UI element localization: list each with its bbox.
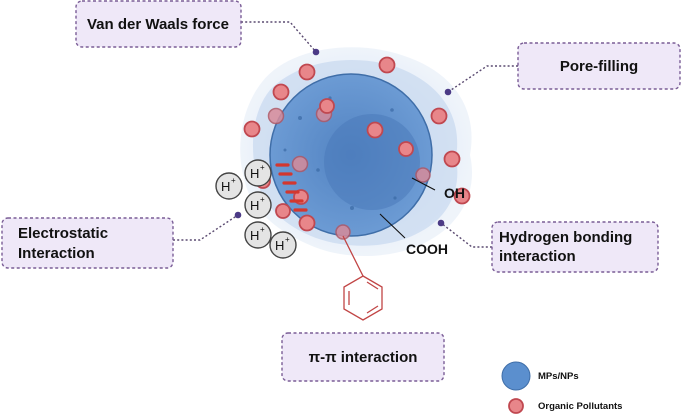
hydrogen-bonding-label: Hydrogen bonding — [499, 229, 632, 246]
svg-text:H: H — [221, 179, 230, 194]
svg-text:+: + — [260, 163, 265, 172]
h-ion: H+ — [215, 172, 243, 200]
electrostatic-label-2: Interaction — [18, 245, 95, 262]
van-der-waals-label: Van der Waals force — [87, 16, 229, 33]
inner-pollutants — [267, 105, 431, 240]
oh-pointer — [411, 177, 436, 191]
pi-pi-label: π-π interaction — [309, 349, 418, 366]
van-der-waals-box: Van der Waals force — [75, 0, 242, 48]
oh-label: OH — [444, 185, 465, 201]
h-ion: H+ — [269, 231, 297, 259]
hydrogen-bonding-box: Hydrogen bonding interaction — [491, 221, 659, 273]
particle-inner-core — [324, 114, 420, 210]
pore-filling-box: Pore-filling — [517, 42, 681, 90]
svg-text:H: H — [275, 238, 284, 253]
svg-text:+: + — [231, 176, 236, 185]
svg-text:+: + — [260, 195, 265, 204]
h-ion: H+ — [244, 221, 272, 249]
surface-pollutants — [243, 56, 471, 232]
hydrogen-ions: H+ H+ H+ H+ H+ — [215, 159, 297, 259]
legend: MPs/NPs Organic Pollutants — [501, 361, 622, 414]
svg-text:H: H — [250, 198, 259, 213]
pore-filling-label: Pore-filling — [560, 58, 638, 75]
pi-pi-box: π-π interaction — [281, 332, 445, 382]
h-ion: H+ — [244, 159, 272, 187]
svg-text:+: + — [260, 225, 265, 234]
electrostatic-box: Electrostatic Interaction — [1, 217, 174, 269]
benzene-ring-icon — [342, 235, 383, 321]
svg-text:+: + — [285, 235, 290, 244]
negative-charge-marks — [275, 163, 308, 212]
legend-mps-nps: MPs/NPs — [538, 371, 579, 382]
cooh-pointer — [379, 213, 406, 239]
electrostatic-label: Electrostatic — [18, 225, 108, 242]
legend-pollutant-icon — [508, 398, 524, 414]
svg-text:H: H — [250, 166, 259, 181]
cooh-label: COOH — [406, 241, 448, 257]
svg-text:H: H — [250, 228, 259, 243]
h-ion: H+ — [244, 191, 272, 219]
legend-organic-pollutants: Organic Pollutants — [538, 401, 622, 412]
connectors — [173, 21, 518, 248]
hydrogen-bonding-label-2: interaction — [499, 248, 576, 265]
legend-particle-icon — [501, 361, 531, 391]
